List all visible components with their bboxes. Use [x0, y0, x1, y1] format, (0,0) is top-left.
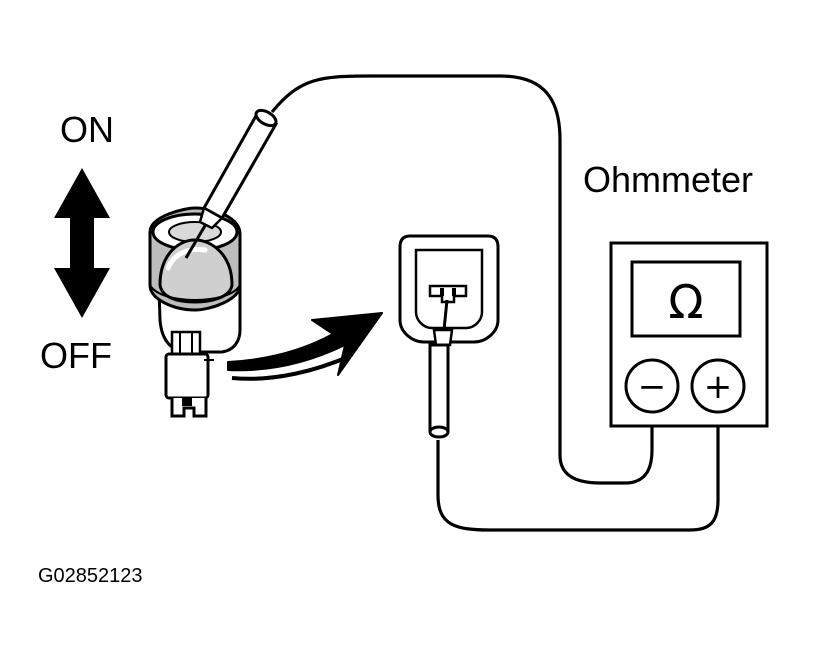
on-off-double-arrow-icon	[54, 168, 110, 318]
connector-enlarged	[398, 234, 500, 344]
switch-body	[148, 206, 242, 354]
positive-terminal-symbol: +	[704, 367, 733, 407]
switch-test-probe	[184, 108, 279, 259]
probe-wire-negative	[270, 74, 654, 485]
probe-wire-positive	[436, 410, 720, 532]
switch-connector	[164, 330, 214, 418]
positive-terminal	[690, 358, 746, 414]
pointer-arrow-icon	[227, 312, 383, 381]
connector-test-probe	[428, 299, 454, 439]
ohmmeter: Ω − +	[609, 241, 769, 428]
figure-id: G02852123	[38, 565, 143, 587]
label-on: ON	[60, 109, 114, 150]
label-ohmmeter: Ohmmeter	[583, 159, 753, 200]
ohm-symbol-icon: Ω	[668, 275, 703, 329]
label-off: OFF	[40, 335, 112, 376]
negative-terminal-symbol: −	[638, 367, 667, 407]
negative-terminal	[624, 358, 680, 414]
